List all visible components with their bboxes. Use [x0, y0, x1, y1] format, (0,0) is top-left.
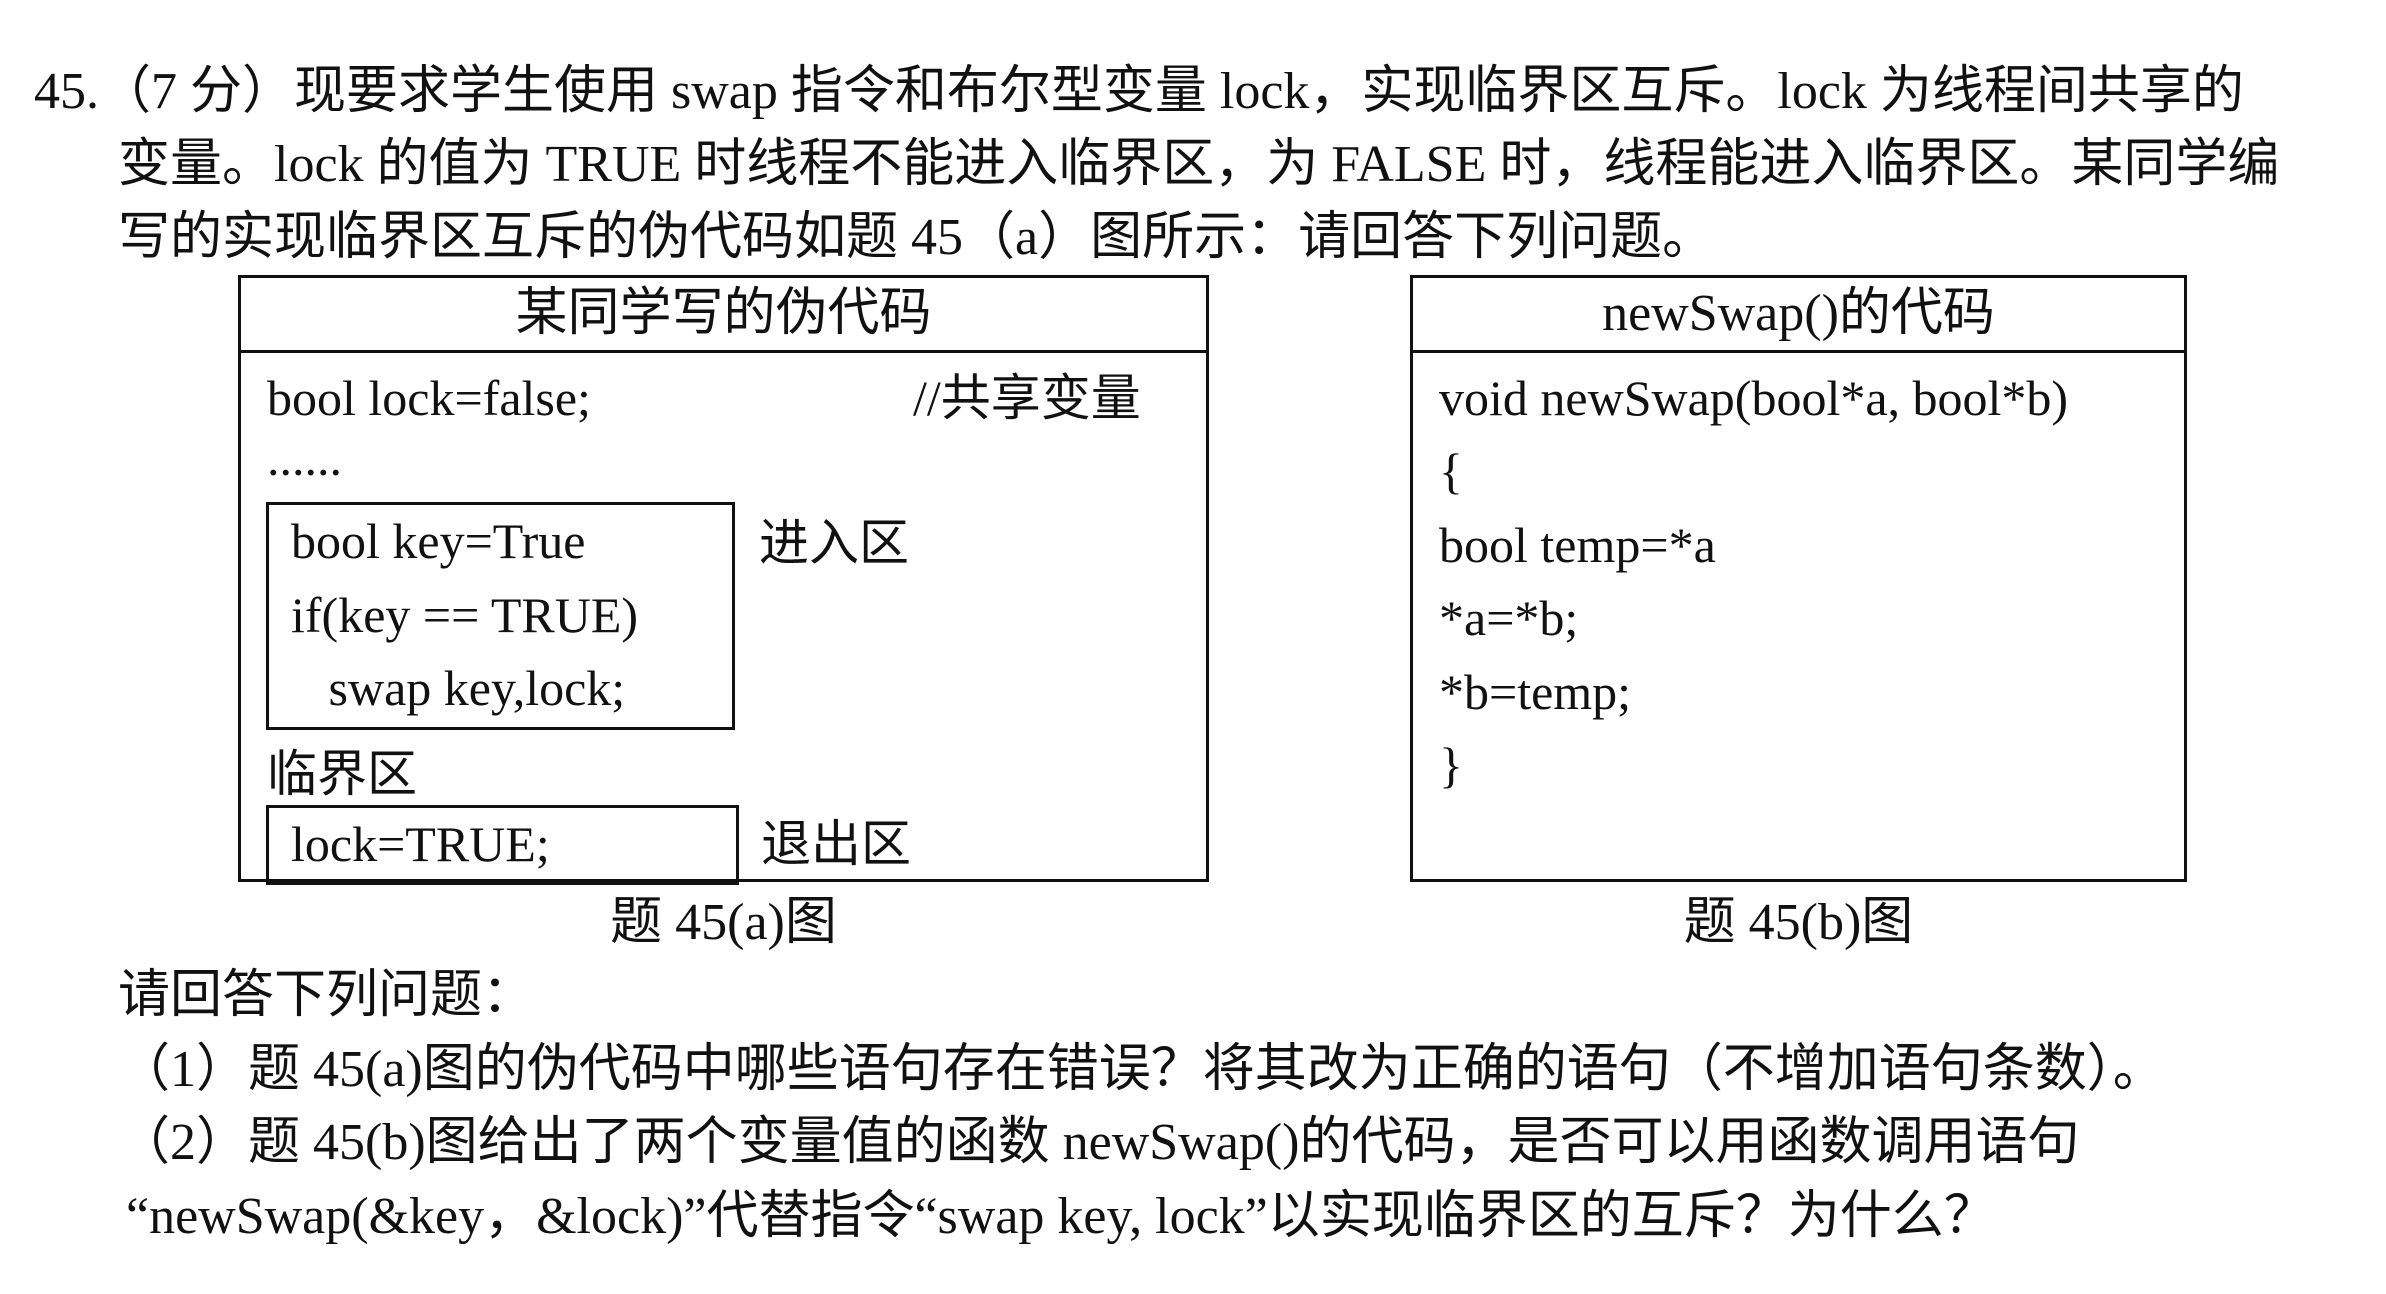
answer-prompt: 请回答下列问题：	[118, 967, 535, 1024]
sub-question-2-line-2: “newSwap(&key，&lock)”代替指令“swap key, lock…	[126, 1188, 1996, 1245]
exit-code-line: lock=TRUE;	[291, 816, 550, 872]
question-line-1: 45.（7 分）现要求学生使用 swap 指令和布尔型变量 lock，实现临界区…	[34, 63, 2244, 120]
entry-code-line: bool key=True	[291, 513, 586, 569]
figure-b-code-line: bool temp=*a	[1439, 517, 1716, 573]
entry-code-line: swap key,lock;	[291, 660, 626, 716]
figure-b-code-line: void newSwap(bool*a, bool*b)	[1439, 370, 2069, 426]
exit-section-box: lock=TRUE;	[266, 805, 739, 885]
figure-b-code-line: }	[1439, 737, 1463, 793]
figure-a-ellipsis: ......	[267, 430, 342, 486]
figure-a-box: 某同学写的伪代码 bool lock=false; //共享变量 ...... …	[238, 275, 1209, 885]
figure-b-code-line: *b=temp;	[1439, 664, 1632, 720]
sub-question-2-line-1: （2）题 45(b)图给出了两个变量值的函数 newSwap()的代码，是否可以…	[118, 1114, 2080, 1171]
figure-a-declaration: bool lock=false;	[267, 370, 591, 426]
figure-a-caption: 题 45(a)图	[610, 894, 837, 951]
question-line-2: 变量。lock 的值为 TRUE 时线程不能进入临界区，为 FALSE 时，线程…	[118, 136, 2280, 193]
question-line-3: 写的实现临界区互斥的伪代码如题 45（a）图所示：请回答下列问题。	[118, 209, 1715, 266]
entry-code-line: if(key == TRUE)	[291, 587, 639, 643]
sub-question-1: （1）题 45(a)图的伪代码中哪些语句存在错误？将其改为正确的语句（不增加语句…	[118, 1041, 2165, 1098]
figure-b-code-line: *a=*b;	[1439, 590, 1579, 646]
critical-section-label: 临界区	[267, 746, 417, 802]
figure-a-declaration-comment: //共享变量	[913, 370, 1141, 426]
figure-a-header: 某同学写的伪代码	[241, 278, 1206, 353]
figure-b-header: newSwap()的代码	[1413, 278, 2184, 353]
figure-b-caption: 题 45(b)图	[1683, 894, 1914, 951]
figure-b-code-line: {	[1439, 443, 1463, 499]
exit-section-label: 退出区	[761, 816, 911, 872]
entry-section-label: 进入区	[759, 515, 909, 571]
entry-section-box: bool key=True if(key == TRUE) swap key,l…	[266, 502, 735, 730]
figure-b-box: newSwap()的代码 void newSwap(bool*a, bool*b…	[1410, 275, 2187, 882]
